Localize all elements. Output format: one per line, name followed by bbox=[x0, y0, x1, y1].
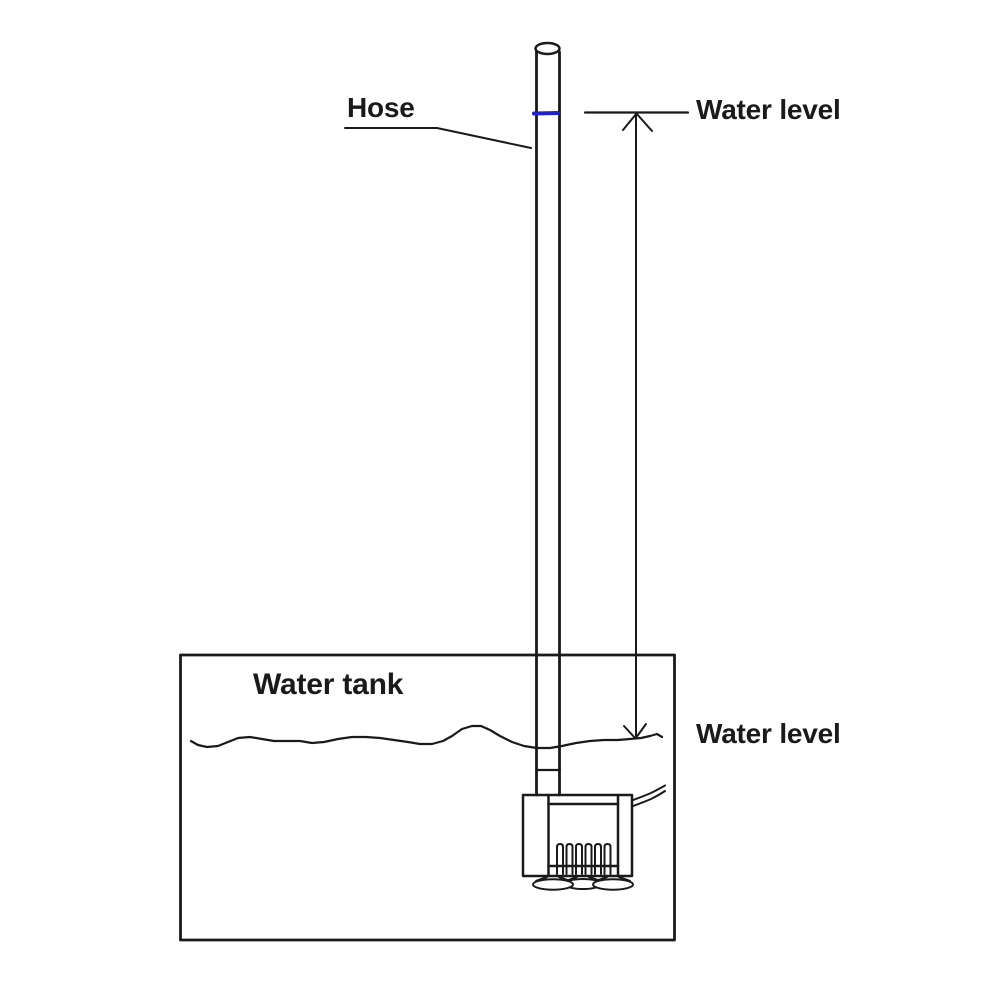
hose-water-mark bbox=[532, 111, 560, 116]
suction-cup bbox=[592, 876, 634, 891]
grille-slot-icon bbox=[565, 843, 574, 875]
grille-slot-icon bbox=[556, 843, 564, 875]
hose-leader-line bbox=[344, 127, 532, 149]
pump-intake-grille bbox=[556, 843, 612, 875]
tank-outline bbox=[179, 653, 676, 942]
ink-group bbox=[179, 41, 690, 942]
tank-water-surface bbox=[189, 724, 664, 750]
grille-slot-icon bbox=[603, 843, 612, 875]
pump-body bbox=[521, 793, 634, 878]
grille-slot-icon bbox=[594, 843, 602, 875]
power-cord bbox=[632, 784, 666, 807]
grille-slot-icon bbox=[575, 843, 583, 875]
water-level-bottom-label: Water level bbox=[696, 718, 841, 749]
water-tank-label: Water tank bbox=[253, 668, 404, 701]
hose-label: Hose bbox=[347, 92, 415, 123]
hose-top-opening bbox=[534, 41, 561, 56]
grille-slot-icon bbox=[584, 843, 593, 875]
suction-cups bbox=[532, 876, 634, 891]
water-level-top-label: Water level bbox=[696, 94, 841, 125]
suction-cup bbox=[532, 876, 574, 891]
arrowhead-top-icon bbox=[622, 112, 653, 132]
